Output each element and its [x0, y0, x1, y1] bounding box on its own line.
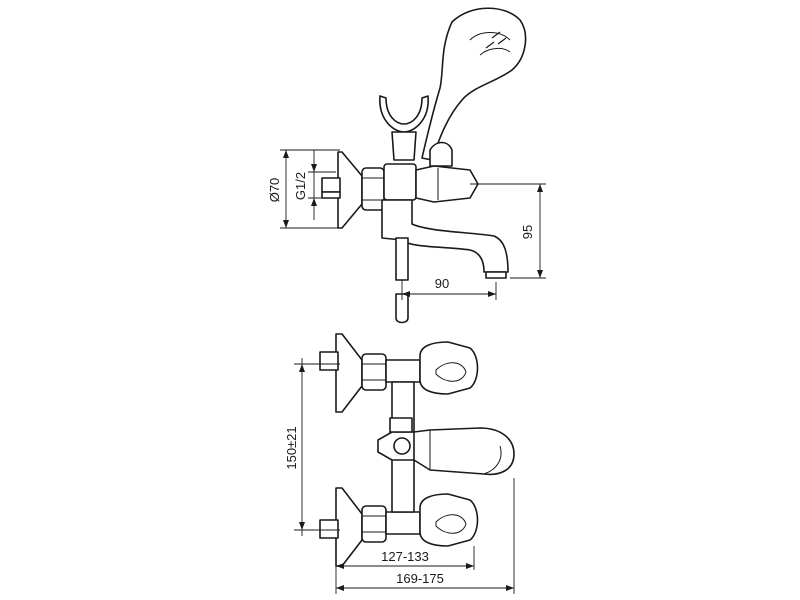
- dimension-center-distance: 150±21: [284, 358, 340, 536]
- center-distance-label: 150±21: [284, 426, 299, 469]
- dimension-inner-depth: 127-133: [335, 540, 475, 594]
- outer-depth-label: 169-175: [396, 571, 444, 586]
- knob-lower: [419, 493, 479, 547]
- dimension-reach: 90: [401, 276, 497, 300]
- wall-flange-upper: [335, 333, 363, 413]
- knob-upper: [419, 341, 479, 395]
- lever-top: [429, 141, 453, 167]
- wall-flange-top: [337, 151, 363, 229]
- height-label: 95: [520, 225, 535, 239]
- side-view: [321, 7, 527, 324]
- knob-top: [415, 165, 479, 203]
- inner-depth-label: 127-133: [381, 549, 429, 564]
- dimension-outer-depth: 169-175: [336, 478, 515, 594]
- thread-label: G1/2: [293, 172, 308, 200]
- union-nut-top: [361, 167, 385, 211]
- diverter-rod: [395, 237, 409, 281]
- spout-top: [381, 199, 509, 273]
- dimension-height: 95: [470, 183, 546, 279]
- diameter-label: Ø70: [267, 178, 282, 203]
- hand-shower: [421, 7, 527, 161]
- union-nut-lower: [361, 505, 387, 543]
- shower-holder: [379, 95, 429, 133]
- dimension-diameter: Ø70: [267, 149, 340, 229]
- reach-label: 90: [435, 276, 449, 291]
- dimension-thread: G1/2: [293, 150, 336, 220]
- mixer-body-top: [383, 163, 417, 201]
- union-nut-upper: [361, 353, 387, 391]
- wall-flange-lower: [335, 487, 363, 567]
- spout-plan: [413, 427, 515, 476]
- plan-view: [319, 333, 515, 567]
